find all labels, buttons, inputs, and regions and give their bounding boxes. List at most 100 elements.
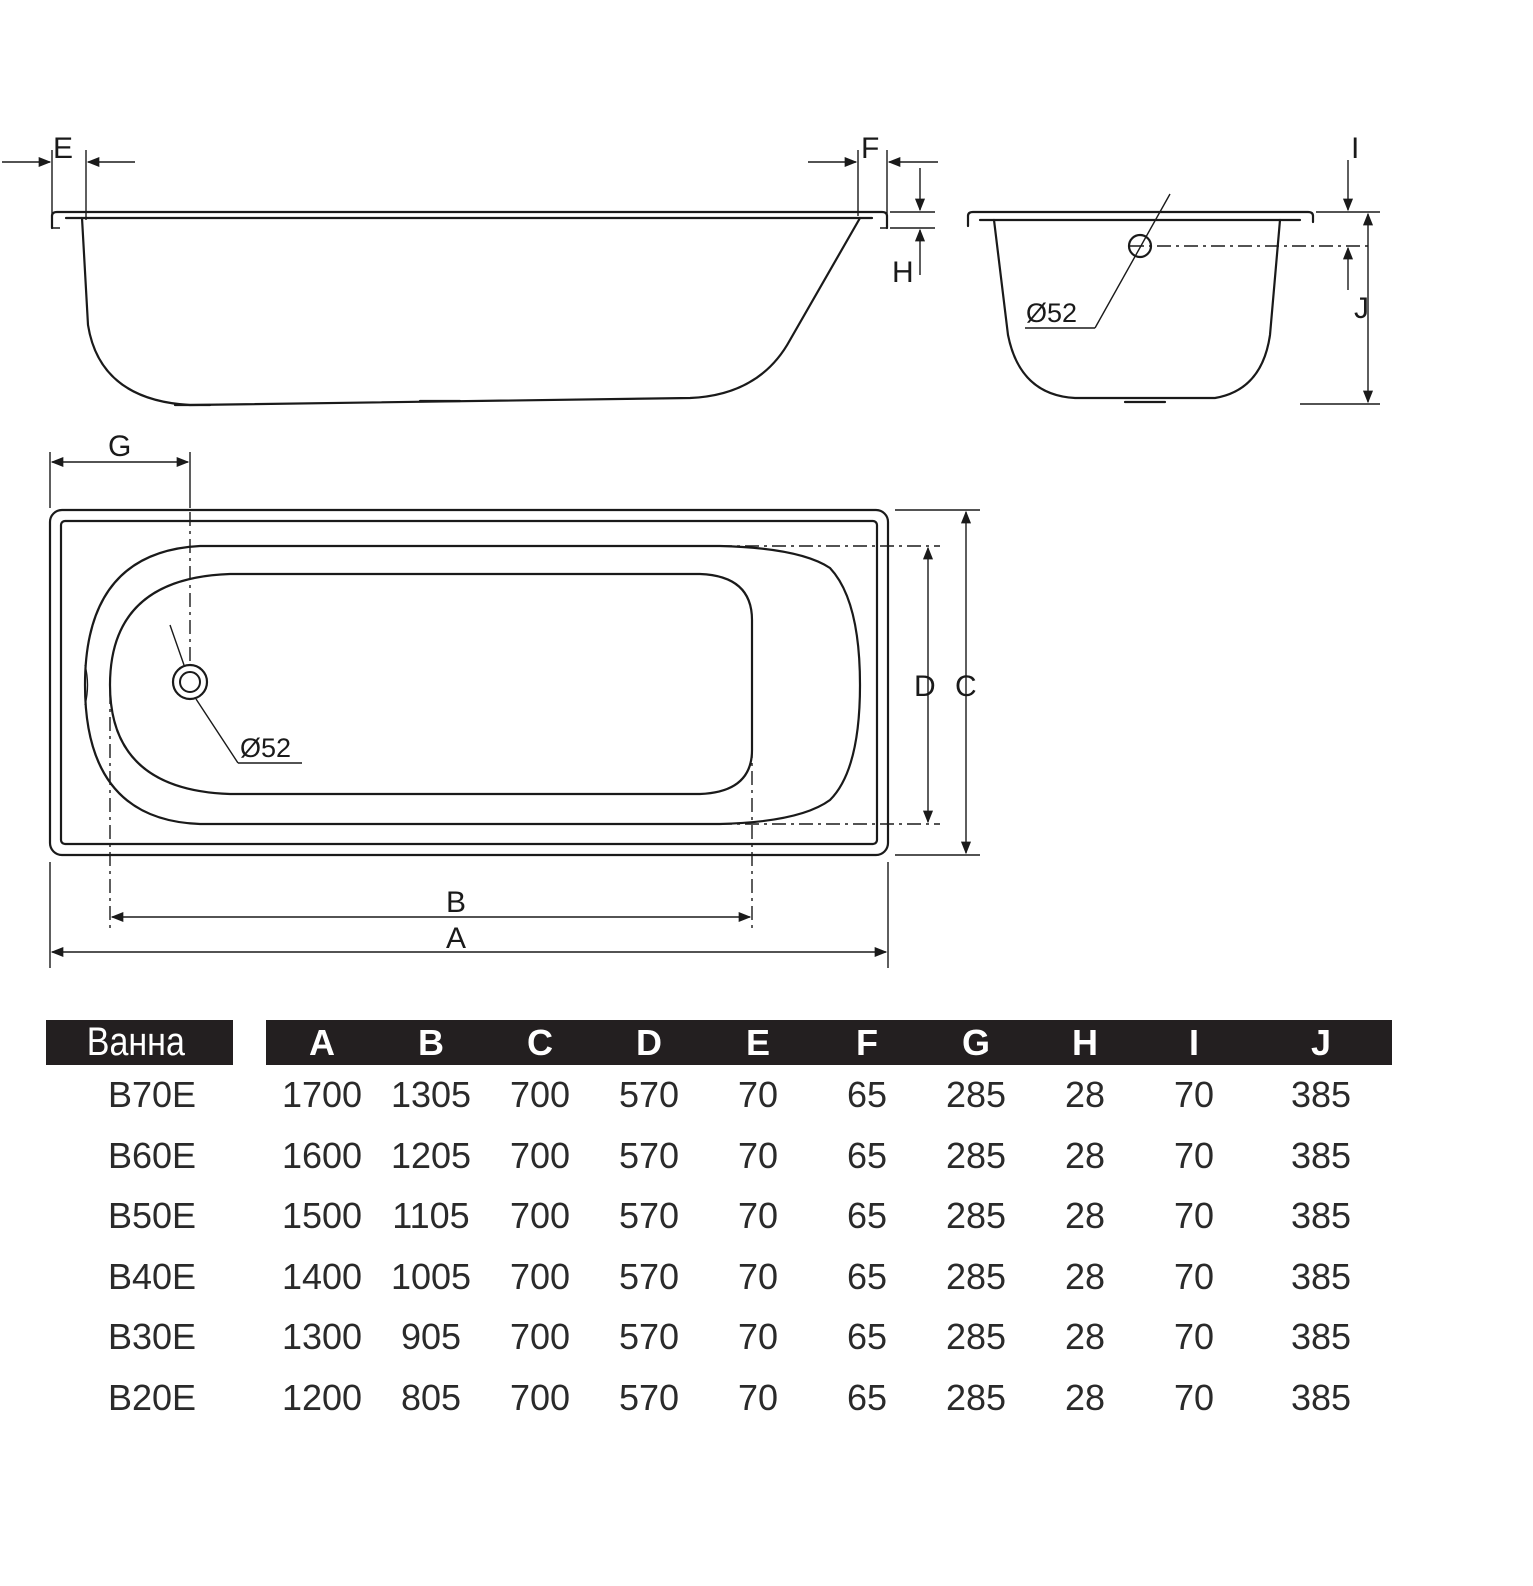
cell-h: 28 — [1064, 1074, 1106, 1116]
dim-label-j: J — [1354, 292, 1369, 325]
cell-j: 385 — [1290, 1376, 1352, 1418]
cell-i: 70 — [1173, 1316, 1215, 1358]
header-i: I — [1138, 1020, 1250, 1065]
cell-j: 385 — [1290, 1255, 1352, 1297]
cell-h: 28 — [1064, 1195, 1106, 1237]
cell-model: B30E — [108, 1316, 197, 1358]
cell-i: 70 — [1173, 1134, 1215, 1176]
cell-g: 285 — [945, 1376, 1007, 1418]
cell-g: 285 — [945, 1316, 1007, 1358]
header-a: A — [266, 1020, 378, 1065]
side-view: E F H — [2, 132, 938, 407]
end-view: Ø52 I J — [966, 132, 1380, 405]
cell-d: 570 — [618, 1376, 680, 1418]
cell-c: 700 — [509, 1195, 571, 1237]
cell-b: 805 — [400, 1376, 462, 1418]
cell-d: 570 — [618, 1316, 680, 1358]
cell-c: 700 — [509, 1134, 571, 1176]
cell-f: 65 — [846, 1134, 888, 1176]
cell-h: 28 — [1064, 1134, 1106, 1176]
cell-a: 1300 — [281, 1316, 363, 1358]
cell-e: 70 — [737, 1134, 779, 1176]
cell-f: 65 — [846, 1376, 888, 1418]
cell-d: 570 — [618, 1074, 680, 1116]
dim-label-c: C — [955, 670, 977, 703]
cell-e: 70 — [737, 1074, 779, 1116]
dim-label-d: D — [914, 670, 936, 703]
dim-label-a: A — [446, 922, 466, 955]
cell-g: 285 — [945, 1255, 1007, 1297]
cell-b: 1005 — [390, 1255, 472, 1297]
cell-f: 65 — [846, 1074, 888, 1116]
cell-d: 570 — [618, 1134, 680, 1176]
cell-h: 28 — [1064, 1376, 1106, 1418]
table-row: B60E 1600 1205 700 570 70 65 285 28 70 3… — [46, 1126, 1392, 1187]
cell-c: 700 — [509, 1255, 571, 1297]
cell-j: 385 — [1290, 1074, 1352, 1116]
cell-j: 385 — [1290, 1134, 1352, 1176]
dimensions-table: Ванна A B C D E F G H I J B70E 1700 1305… — [46, 1020, 1392, 1428]
cell-f: 65 — [846, 1195, 888, 1237]
drain-label-end-view: Ø52 — [1026, 298, 1077, 328]
cell-i: 70 — [1173, 1255, 1215, 1297]
cell-a: 1600 — [281, 1134, 363, 1176]
cell-a: 1500 — [281, 1195, 363, 1237]
bathtub-technical-drawing: E F H Ø52 I J — [2, 132, 1380, 968]
cell-c: 700 — [509, 1376, 571, 1418]
cell-a: 1400 — [281, 1255, 363, 1297]
cell-model: B60E — [108, 1134, 197, 1176]
cell-f: 65 — [846, 1255, 888, 1297]
cell-d: 570 — [618, 1255, 680, 1297]
dim-label-g: G — [108, 430, 131, 463]
cell-i: 70 — [1173, 1074, 1215, 1116]
table-row: B30E 1300 905 700 570 70 65 285 28 70 38… — [46, 1307, 1392, 1368]
cell-j: 385 — [1290, 1316, 1352, 1358]
cell-c: 700 — [509, 1316, 571, 1358]
header-b: B — [378, 1020, 484, 1065]
cell-i: 70 — [1173, 1195, 1215, 1237]
header-h: H — [1032, 1020, 1138, 1065]
cell-a: 1700 — [281, 1074, 363, 1116]
cell-model: B40E — [108, 1255, 197, 1297]
header-f: F — [814, 1020, 920, 1065]
cell-b: 1305 — [390, 1074, 472, 1116]
drain-label-top-view: Ø52 — [240, 733, 291, 763]
header-c: C — [484, 1020, 596, 1065]
cell-h: 28 — [1064, 1316, 1106, 1358]
cell-model: B70E — [108, 1074, 197, 1116]
table-row: B20E 1200 805 700 570 70 65 285 28 70 38… — [46, 1368, 1392, 1429]
cell-model: B50E — [108, 1195, 197, 1237]
cell-a: 1200 — [281, 1376, 363, 1418]
dim-label-e: E — [53, 132, 73, 165]
table-header-row: Ванна A B C D E F G H I J — [46, 1020, 1392, 1065]
cell-i: 70 — [1173, 1376, 1215, 1418]
cell-g: 285 — [945, 1074, 1007, 1116]
cell-g: 285 — [945, 1195, 1007, 1237]
header-d: D — [596, 1020, 702, 1065]
cell-model: B20E — [108, 1376, 197, 1418]
cell-b: 1205 — [390, 1134, 472, 1176]
table-row: B70E 1700 1305 700 570 70 65 285 28 70 3… — [46, 1065, 1392, 1126]
dim-label-i: I — [1351, 132, 1359, 165]
cell-e: 70 — [737, 1195, 779, 1237]
cell-c: 700 — [509, 1074, 571, 1116]
cell-g: 285 — [945, 1134, 1007, 1176]
cell-j: 385 — [1290, 1195, 1352, 1237]
dim-label-f: F — [861, 132, 879, 165]
top-view: Ø52 G D C B A — [48, 430, 980, 968]
cell-f: 65 — [846, 1316, 888, 1358]
header-g: G — [920, 1020, 1032, 1065]
header-e: E — [702, 1020, 814, 1065]
header-j: J — [1250, 1020, 1392, 1065]
dim-label-h: H — [892, 256, 914, 289]
table-row: B50E 1500 1105 700 570 70 65 285 28 70 3… — [46, 1186, 1392, 1247]
cell-b: 1105 — [392, 1195, 470, 1237]
cell-e: 70 — [737, 1316, 779, 1358]
table-row: B40E 1400 1005 700 570 70 65 285 28 70 3… — [46, 1247, 1392, 1308]
dim-label-b: B — [446, 886, 466, 919]
cell-d: 570 — [618, 1195, 680, 1237]
cell-h: 28 — [1064, 1255, 1106, 1297]
cell-b: 905 — [400, 1316, 462, 1358]
header-model: Ванна — [46, 1020, 233, 1065]
cell-e: 70 — [737, 1255, 779, 1297]
